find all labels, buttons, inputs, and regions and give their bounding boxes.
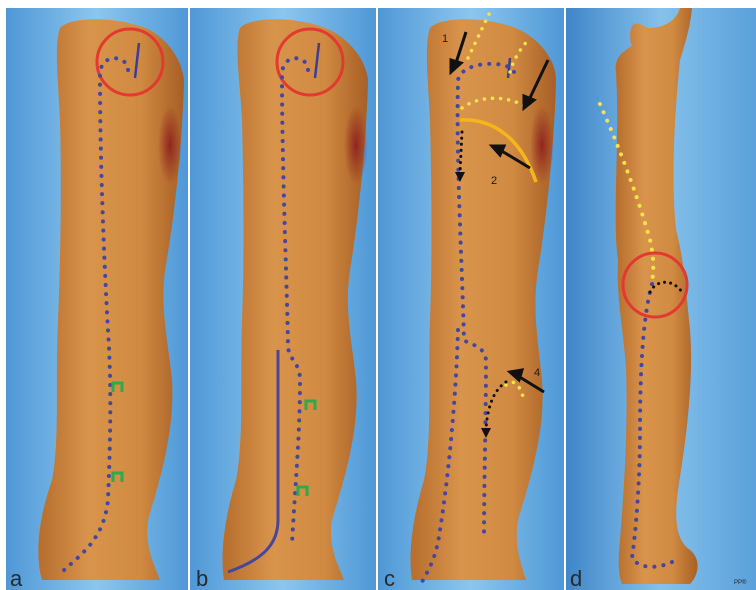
panel-label-d: d xyxy=(570,566,582,590)
skin-shadow xyxy=(158,105,182,185)
arrow-label-2: 2 xyxy=(491,175,497,187)
arrow-label-4: 4 xyxy=(534,367,540,379)
credit-mark: PP® xyxy=(734,579,747,586)
panel-label-a: a xyxy=(10,566,23,590)
arrow-label-1: 1 xyxy=(442,33,448,45)
panel-label-b: b xyxy=(196,566,208,590)
skin-shadow xyxy=(344,105,368,185)
panel-label-c: c xyxy=(384,566,395,590)
